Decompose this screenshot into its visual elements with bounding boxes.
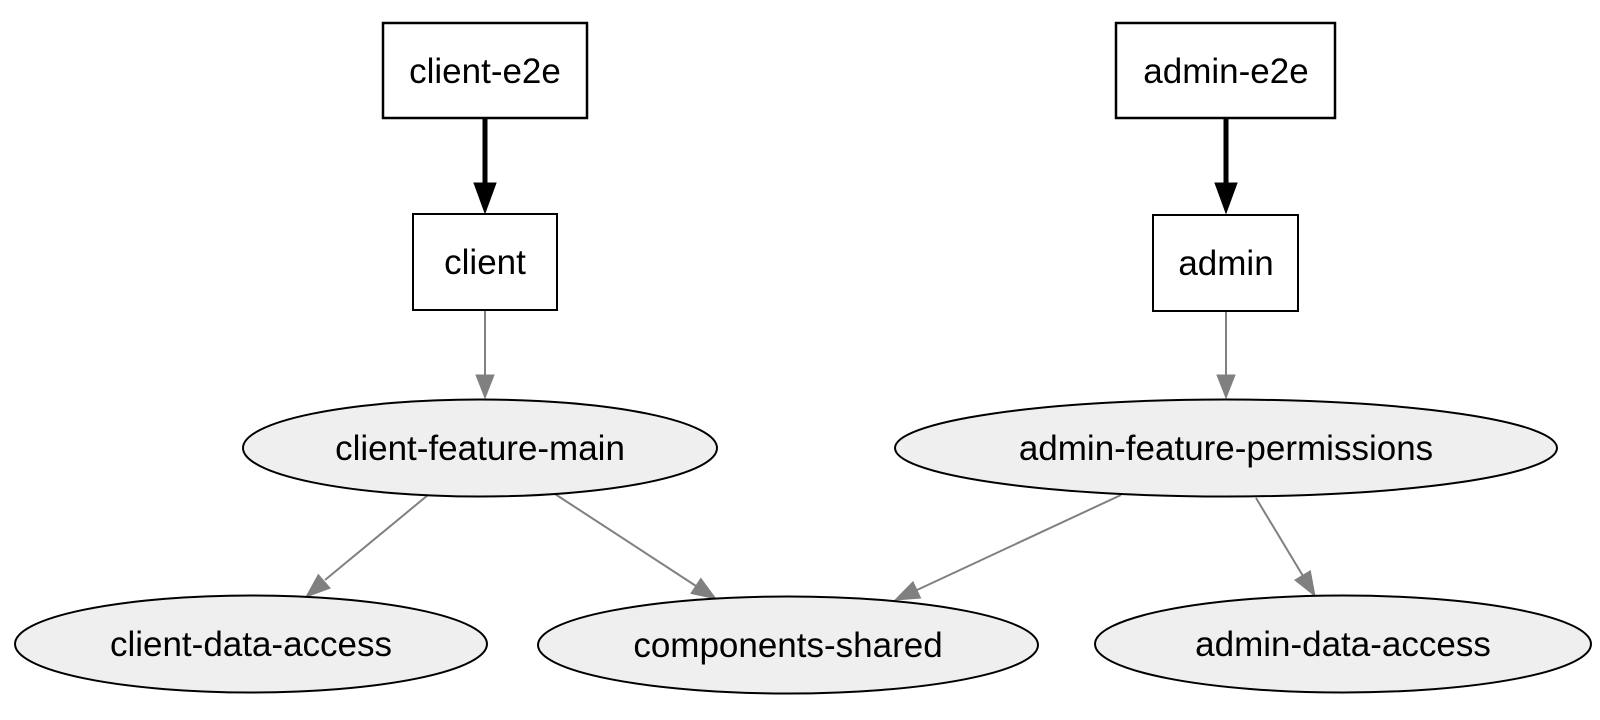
- node-shape: [1114, 21, 1337, 120]
- node-shape: [14, 594, 488, 694]
- node-admin-data-access: admin-data-access: [1094, 594, 1592, 694]
- node-admin: admin: [1152, 214, 1299, 312]
- edge-admin-to-admin-feature-permissions: [1216, 311, 1236, 400]
- edge-client-feature-main-to-components-shared: [554, 493, 718, 600]
- node-label: client: [444, 243, 526, 282]
- node-admin-feature-permissions: admin-feature-permissions: [894, 398, 1558, 498]
- node-components-shared: components-shared: [537, 595, 1039, 695]
- edge-line: [324, 494, 429, 581]
- edge-arrowhead: [1214, 182, 1238, 215]
- node-label: client-feature-main: [335, 429, 625, 468]
- edge-arrowhead: [475, 374, 495, 400]
- node-client-feature-main: client-feature-main: [242, 398, 718, 498]
- node-shape: [1152, 214, 1299, 312]
- node-shape: [537, 595, 1039, 695]
- edge-client-to-client-feature-main: [475, 310, 495, 400]
- edge-arrowhead: [1294, 570, 1316, 598]
- edge-admin-e2e-to-admin: [1214, 118, 1238, 215]
- edge-line: [554, 493, 697, 587]
- edge-admin-feature-permissions-to-components-shared: [893, 494, 1122, 601]
- node-label: admin-feature-permissions: [1019, 429, 1433, 468]
- node-shape: [894, 398, 1558, 498]
- edge-admin-feature-permissions-to-admin-data-access: [1255, 497, 1316, 598]
- node-client: client: [412, 213, 558, 311]
- node-client-e2e: client-e2e: [381, 21, 589, 120]
- node-label: components-shared: [633, 626, 942, 665]
- edge-arrowhead: [304, 573, 331, 598]
- node-shape: [412, 213, 558, 311]
- edge-client-e2e-to-client: [473, 118, 497, 215]
- node-client-data-access: client-data-access: [14, 594, 488, 694]
- edge-line: [916, 494, 1122, 591]
- node-shape: [242, 398, 718, 498]
- edge-arrowhead: [1216, 374, 1236, 400]
- node-shape: [381, 21, 589, 120]
- edge-arrowhead: [473, 182, 497, 215]
- node-shape: [1094, 594, 1592, 694]
- node-label: admin: [1178, 244, 1273, 283]
- node-label: admin-e2e: [1143, 52, 1308, 91]
- edge-arrowhead: [893, 580, 922, 601]
- edge-client-feature-main-to-client-data-access: [304, 494, 429, 598]
- edge-arrowhead: [690, 577, 718, 600]
- node-admin-e2e: admin-e2e: [1114, 21, 1337, 120]
- node-label: client-e2e: [409, 52, 561, 91]
- node-label: admin-data-access: [1195, 625, 1491, 664]
- edge-line: [1255, 497, 1304, 577]
- node-label: client-data-access: [110, 625, 392, 664]
